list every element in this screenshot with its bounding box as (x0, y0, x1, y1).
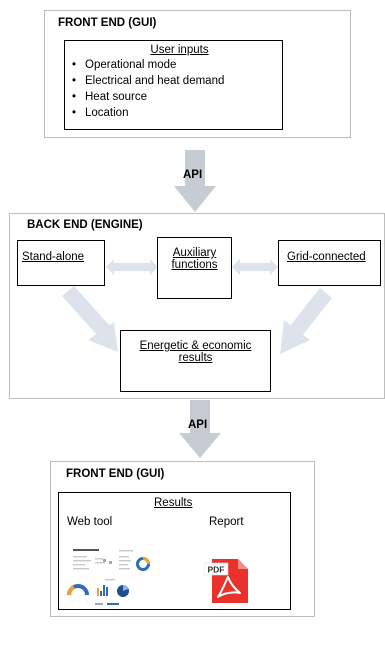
results-label-line1: Energetic & economic (139, 340, 252, 352)
user-inputs-box: User inputs Operational mode Electrical … (64, 40, 283, 130)
grid-connected-label: Grid-connected (287, 251, 366, 263)
report-label: Report (209, 516, 244, 528)
results-output-box: Results Web tool Report (58, 492, 291, 610)
standalone-label: Stand-alone (22, 251, 85, 263)
pdf-badge-text: PDF (208, 565, 225, 575)
list-item: Location (69, 105, 282, 121)
pdf-badge (204, 562, 229, 576)
backend-connectors (62, 259, 332, 354)
results-heading: Results (154, 497, 193, 509)
top-frontend-title: FRONT END (GUI) (58, 17, 157, 29)
standalone-box: Stand-alone (17, 240, 105, 286)
bottom-frontend-title: FRONT END (GUI) (66, 468, 165, 480)
thumbnail-bar-chart (97, 585, 108, 596)
pdf-page-fold (238, 559, 248, 569)
double-arrow-left (106, 259, 158, 275)
thumbnail-button-left (95, 603, 103, 605)
thumbnail-donut-chart (136, 557, 150, 571)
thumbnail-flow-icon (103, 559, 112, 564)
thumbnail-section-label (105, 579, 115, 581)
api-label-bottom: API (188, 419, 208, 431)
results-label-line2: results (178, 352, 213, 364)
arrow-shape (179, 400, 221, 458)
thumbnail-pie-chart (117, 585, 129, 597)
api-down-arrow-bottom (179, 400, 221, 458)
thumbnail-gauge-chart (67, 584, 89, 596)
auxiliary-box: Auxiliary functions (157, 237, 232, 299)
api-down-arrow-top (174, 150, 216, 212)
list-item: Heat source (69, 89, 282, 105)
adobe-acrobat-icon (217, 576, 241, 598)
double-arrow-right (232, 259, 278, 275)
diagonal-arrow-left (62, 286, 118, 352)
user-inputs-list: Operational mode Electrical and heat dem… (69, 57, 282, 121)
user-inputs-heading: User inputs (150, 44, 209, 56)
arrow-shape (174, 150, 216, 212)
diagonal-arrow-right (280, 288, 332, 354)
api-label-top: API (183, 169, 203, 181)
list-item: Operational mode (69, 57, 282, 73)
webtool-label: Web tool (67, 516, 113, 528)
thumbnail-heading-bar (73, 549, 99, 551)
webtool-thumbnail (65, 535, 165, 607)
backend-title: BACK END (ENGINE) (27, 219, 143, 231)
grid-connected-box: Grid-connected (278, 240, 381, 286)
auxiliary-label-line1: Auxiliary (172, 247, 217, 259)
pdf-file-icon: PDF (204, 559, 248, 603)
thumbnail-text-lines (73, 550, 133, 570)
list-item: Electrical and heat demand (69, 73, 282, 89)
thumbnail-button-right (107, 603, 119, 605)
auxiliary-label-line2: functions (171, 259, 218, 271)
results-box: Energetic & economic results (120, 330, 271, 392)
